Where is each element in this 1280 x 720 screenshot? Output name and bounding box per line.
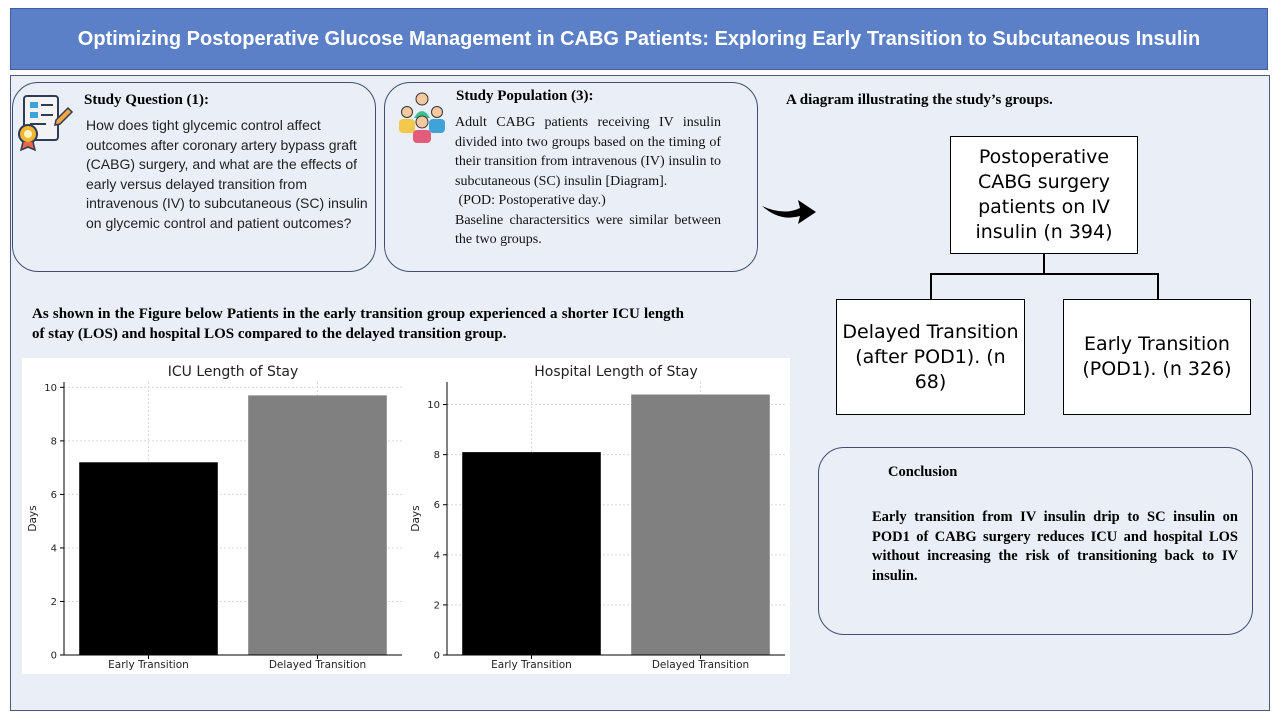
bar [462, 452, 601, 655]
conclusion-title: Conclusion [888, 464, 958, 480]
people-group-icon [396, 90, 448, 144]
bar [248, 395, 387, 655]
y-tick-label: 8 [51, 436, 57, 447]
x-tick-label: Early Transition [491, 659, 572, 671]
x-tick-label: Delayed Transition [652, 659, 749, 671]
study-question-text: How does tight glycemic control affect o… [86, 117, 368, 231]
y-tick-label: 4 [51, 543, 57, 554]
y-tick-label: 4 [434, 550, 440, 561]
diagram-caption: A diagram illustrating the study’s group… [786, 92, 1053, 108]
page-title: Optimizing Postoperative Glucose Managem… [77, 27, 1201, 50]
pod-note: (POD: Postoperative day.) [455, 193, 606, 208]
diagram-early-box: Early Transition (POD1). (n 326) [1063, 299, 1251, 415]
y-tick-label: 2 [51, 597, 57, 608]
y-tick-label: 0 [51, 651, 57, 662]
conclusion-text: Early transition from IV insulin drip to… [872, 509, 1238, 584]
y-tick-label: 10 [427, 400, 440, 411]
bar [79, 462, 218, 655]
study-population-box [384, 82, 758, 272]
y-tick-label: 0 [434, 651, 440, 662]
curved-arrow-right-icon [760, 192, 818, 228]
study-question-title: Study Question (1): [84, 92, 210, 108]
chart-title: ICU Length of Stay [168, 364, 299, 380]
diagram-connector [1043, 254, 1045, 274]
population-description: Adult CABG patients receiving IV insulin… [455, 115, 721, 189]
y-axis-label: Days [410, 505, 422, 531]
y-tick-label: 2 [434, 600, 440, 611]
diagram-connector [1157, 273, 1159, 300]
y-axis-label: Days [27, 505, 39, 531]
x-tick-label: Early Transition [108, 659, 189, 671]
x-tick-label: Delayed Transition [269, 659, 366, 671]
y-tick-label: 10 [44, 383, 57, 394]
figure-caption: As shown in the Figure below Patients in… [32, 306, 684, 342]
diagram-root-box: Postoperative CABG surgery patients on I… [950, 136, 1138, 254]
bar [631, 394, 770, 655]
y-tick-label: 8 [434, 450, 440, 461]
study-population-text: Adult CABG patients receiving IV insulin… [455, 113, 721, 250]
diagram-connector [930, 273, 932, 300]
document-checklist-icon [16, 92, 74, 152]
y-tick-label: 6 [434, 500, 440, 511]
study-question-box [12, 82, 376, 272]
y-tick-label: 6 [51, 490, 57, 501]
conclusion-box [818, 447, 1253, 635]
chart-title: Hospital Length of Stay [534, 364, 698, 380]
header-banner: Optimizing Postoperative Glucose Managem… [10, 8, 1268, 70]
baseline-note: Baseline charactersitics were similar be… [455, 212, 721, 248]
study-population-title: Study Population (3): [456, 88, 594, 104]
diagram-delayed-box: Delayed Transition (after POD1). (n 68) [836, 299, 1025, 415]
diagram-connector [930, 273, 1159, 275]
